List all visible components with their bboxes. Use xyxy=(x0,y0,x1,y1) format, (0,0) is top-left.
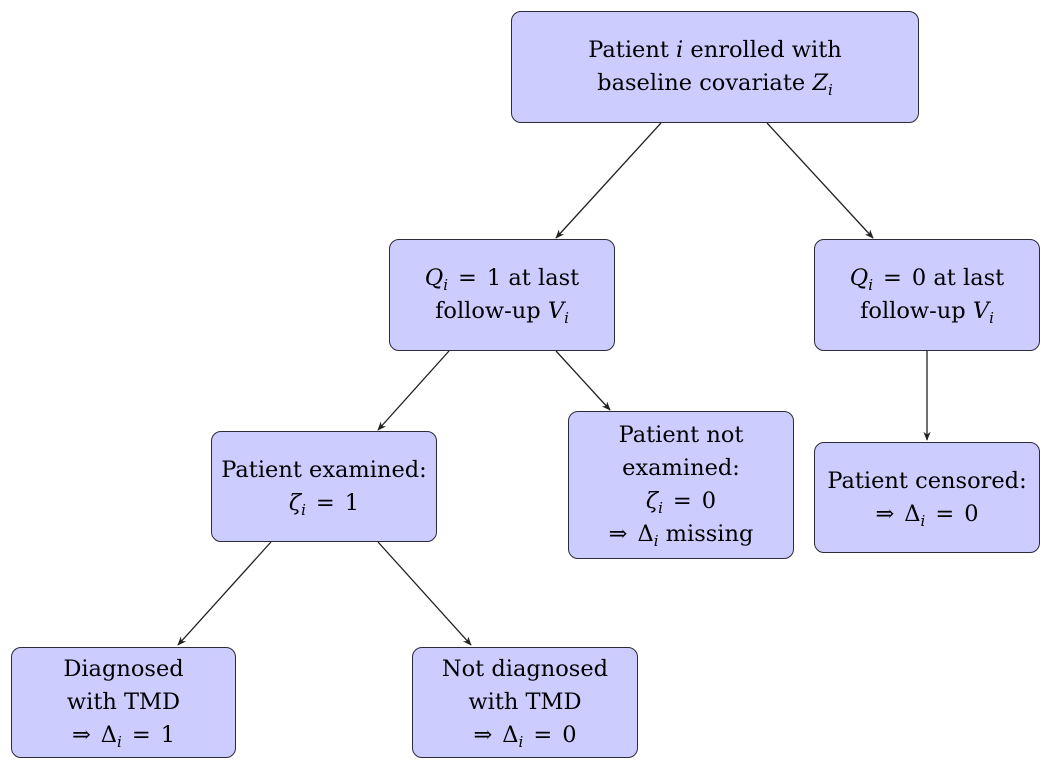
node-not-examined: Patient not examined: ζi=0 ⇒Δi missing xyxy=(568,411,794,559)
node-q0: Qi=0 at last follow-up Vi xyxy=(814,239,1040,351)
node-diagnosed-line1: Diagnosed xyxy=(63,656,184,682)
arrow-enrolled-to-q0 xyxy=(766,122,874,239)
node-diagnosed: Diagnosed with TMD ⇒Δi=1 xyxy=(11,647,236,758)
node-q1: Qi=1 at last follow-up Vi xyxy=(389,239,615,351)
node-censored-line2: ⇒Δi=0 xyxy=(875,500,979,530)
node-not-examined-line1: Patient not xyxy=(618,422,744,448)
node-censored: Patient censored: ⇒Δi=0 xyxy=(814,442,1040,553)
node-censored-line1: Patient censored: xyxy=(827,467,1027,494)
node-not-diagnosed-line3: ⇒Δi=0 xyxy=(473,722,577,751)
node-enrolled: Patient i enrolled with baseline covaria… xyxy=(511,11,919,123)
node-enrolled-line2: baseline covariate Zi xyxy=(597,70,833,99)
arrow-q1-to-not-examined xyxy=(555,350,611,411)
node-not-diagnosed: Not diagnosed with TMD ⇒Δi=0 xyxy=(412,647,638,758)
arrow-examined-to-diagnosed xyxy=(177,541,272,646)
node-q0-line2: follow-up Vi xyxy=(860,298,994,327)
node-diagnosed-line3: ⇒Δi=1 xyxy=(71,722,176,751)
node-not-examined-line2: examined: xyxy=(622,455,740,481)
node-q1-line2: follow-up Vi xyxy=(435,298,569,327)
node-examined-line1: Patient examined: xyxy=(221,456,427,483)
node-q1-line1: Qi=1 at last xyxy=(424,265,580,294)
node-examined-line2: ζi=1 xyxy=(288,489,360,519)
node-enrolled-line1: Patient i enrolled with xyxy=(588,37,842,63)
arrow-q1-to-examined xyxy=(377,350,450,431)
node-not-examined-line3: ζi=0 xyxy=(645,488,717,517)
node-not-diagnosed-line2: with TMD xyxy=(468,689,582,715)
node-diagnosed-line2: with TMD xyxy=(66,689,181,715)
node-not-diagnosed-line1: Not diagnosed xyxy=(441,656,609,682)
node-not-examined-line4: ⇒Δi missing xyxy=(608,521,754,550)
arrow-enrolled-to-q1 xyxy=(555,122,662,239)
node-q0-line1: Qi=0 at last xyxy=(849,265,1005,294)
arrow-examined-to-not-diagnosed xyxy=(377,541,472,646)
node-examined: Patient examined: ζi=1 xyxy=(211,431,437,542)
